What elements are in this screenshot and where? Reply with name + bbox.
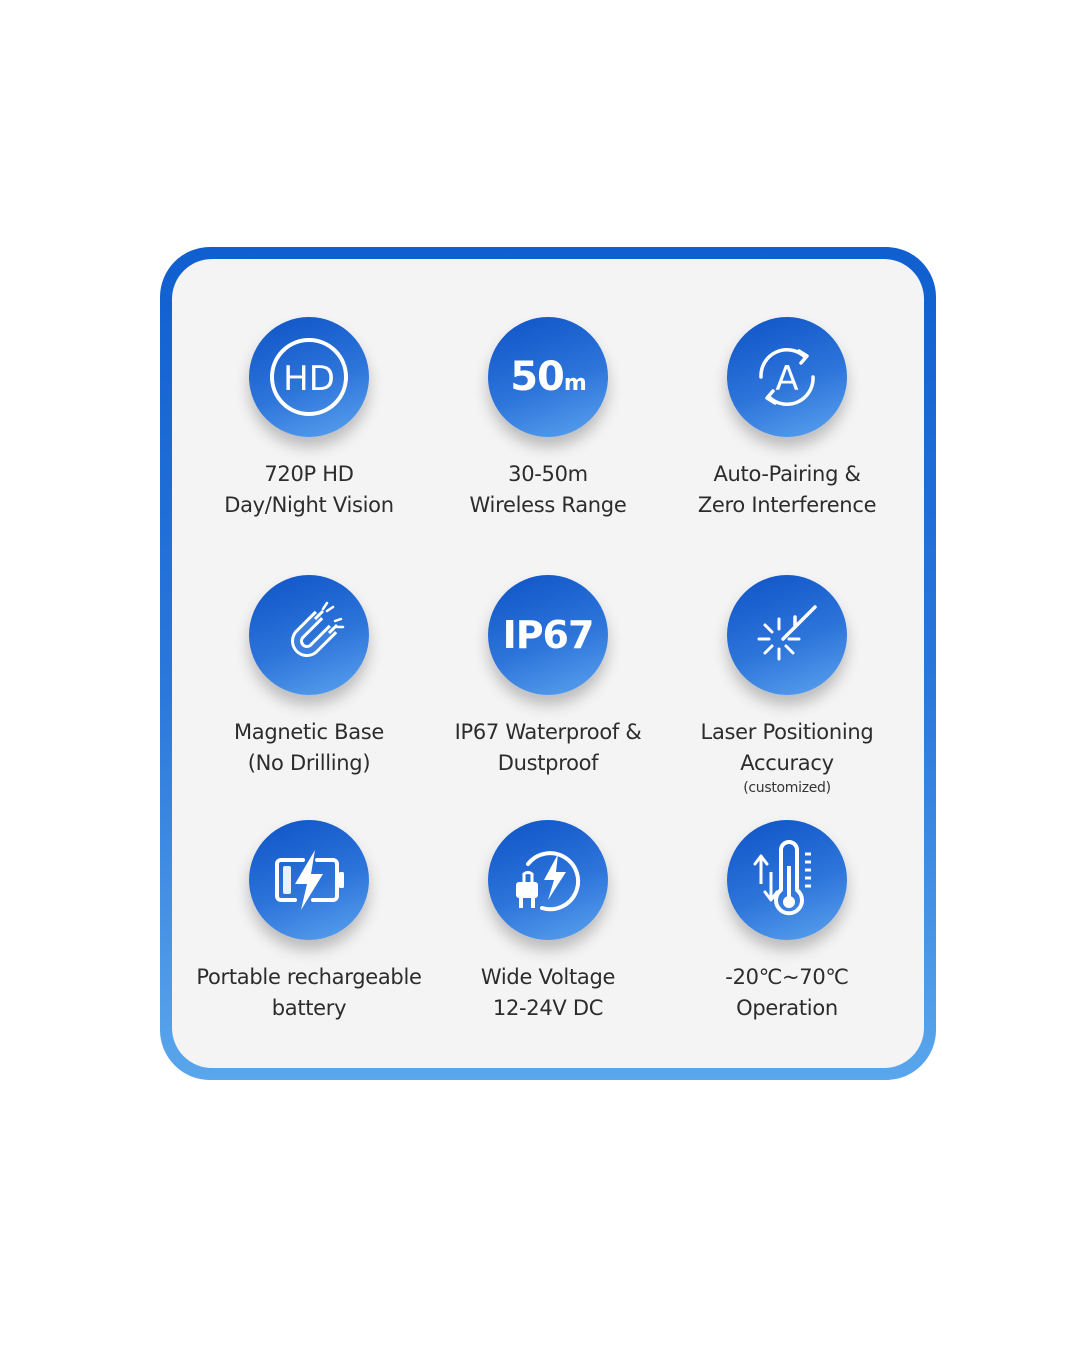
auto-pairing-badge: A — [727, 317, 847, 437]
feature-title: Wide Voltage — [480, 965, 616, 989]
thermometer-icon — [753, 840, 811, 916]
ip67-badge: IP67 — [488, 575, 608, 695]
feature-magnetic-base: Magnetic Base (No Drilling) — [184, 575, 434, 779]
feature-title: 720P HD — [264, 462, 354, 486]
hd-icon: HD — [270, 338, 348, 416]
battery-charging-icon — [275, 850, 344, 910]
auto-pairing-icon: A — [759, 347, 815, 407]
feature-auto-pairing: A Auto-Pairing & Zero Interference — [662, 317, 912, 521]
feature-subtitle: Zero Interference — [697, 493, 877, 517]
feature-title: 30-50m — [508, 462, 588, 486]
feature-title: Portable rechargeable — [196, 965, 422, 989]
hd-badge: HD — [249, 317, 369, 437]
feature-title: -20℃~70℃ — [725, 965, 849, 989]
feature-title: Auto-Pairing & — [713, 462, 861, 486]
svg-text:A: A — [775, 359, 798, 399]
feature-title: Magnetic Base — [233, 720, 385, 744]
feature-subtitle: Day/Night Vision — [224, 493, 394, 517]
laser-icon — [757, 605, 817, 661]
feature-operating-temperature: -20℃~70℃ Operation — [662, 820, 912, 1024]
laser-badge — [727, 575, 847, 695]
feature-title: Laser Positioning — [700, 720, 874, 744]
magnet-badge — [249, 575, 369, 695]
svg-text:HD: HD — [283, 359, 335, 399]
range-badge: 50m — [488, 317, 608, 437]
feature-ip67: IP67 IP67 Waterproof & Dustproof — [423, 575, 673, 779]
temperature-badge — [727, 820, 847, 940]
feature-hd: HD 720P HD Day/Night Vision — [184, 317, 434, 521]
magnet-icon — [291, 601, 345, 657]
feature-battery: Portable rechargeable battery — [184, 820, 434, 1024]
plug-power-icon — [516, 851, 581, 912]
range-50m-icon: 50m — [510, 354, 587, 400]
feature-subtitle: battery — [271, 996, 347, 1020]
feature-note: (customized) — [743, 780, 831, 796]
feature-wide-voltage: Wide Voltage 12-24V DC — [423, 820, 673, 1024]
feature-subtitle: 12-24V DC — [492, 996, 604, 1020]
battery-badge — [249, 820, 369, 940]
feature-subtitle: Wireless Range — [469, 493, 627, 517]
feature-laser-positioning: Laser Positioning Accuracy (customized) — [662, 575, 912, 797]
feature-subtitle: Accuracy — [740, 751, 834, 775]
feature-subtitle: Operation — [736, 996, 838, 1020]
ip67-icon: IP67 — [502, 613, 595, 657]
feature-subtitle: Dustproof — [497, 751, 599, 775]
feature-wireless-range: 50m 30-50m Wireless Range — [423, 317, 673, 521]
feature-subtitle: (No Drilling) — [247, 751, 371, 775]
voltage-badge — [488, 820, 608, 940]
feature-title: IP67 Waterproof & — [454, 720, 642, 744]
